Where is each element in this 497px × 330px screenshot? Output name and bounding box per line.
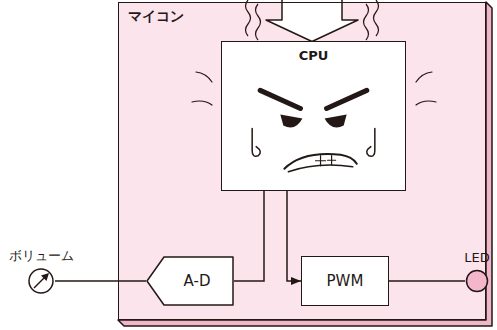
microcontroller-box: マイコン CPU A-D PWM	[118, 2, 486, 320]
volume-knob: ボリューム	[2, 248, 80, 295]
node-label: マイコン	[128, 8, 184, 26]
signal-wire	[234, 191, 264, 281]
heat-wave	[364, 4, 369, 40]
strain-mark	[416, 72, 432, 82]
knob-symbol	[27, 267, 55, 295]
node-label: CPU	[222, 48, 405, 63]
heat-wave	[246, 0, 251, 36]
strain-mark	[192, 101, 212, 105]
node-label: PWM	[327, 272, 364, 290]
signal-wire	[287, 191, 301, 281]
pwm-block: PWM	[301, 256, 389, 306]
heat-wave	[374, 0, 379, 36]
node-label: LED	[464, 250, 489, 266]
led-lamp: LED	[460, 250, 494, 293]
signal-wire	[55, 280, 146, 282]
led-symbol	[465, 269, 489, 293]
cpu-box: CPU	[221, 41, 406, 191]
node-label: A-D	[184, 272, 211, 290]
board-fill	[118, 2, 486, 320]
load-arrow	[266, 0, 358, 42]
signal-wire	[389, 280, 465, 282]
angry-face	[222, 42, 405, 190]
board-bevel	[118, 2, 492, 326]
heat-wave	[256, 4, 261, 40]
node-label: ボリューム	[9, 248, 74, 264]
strain-mark	[416, 101, 436, 105]
strain-mark	[196, 72, 212, 82]
adc-block: A-D	[146, 256, 234, 306]
